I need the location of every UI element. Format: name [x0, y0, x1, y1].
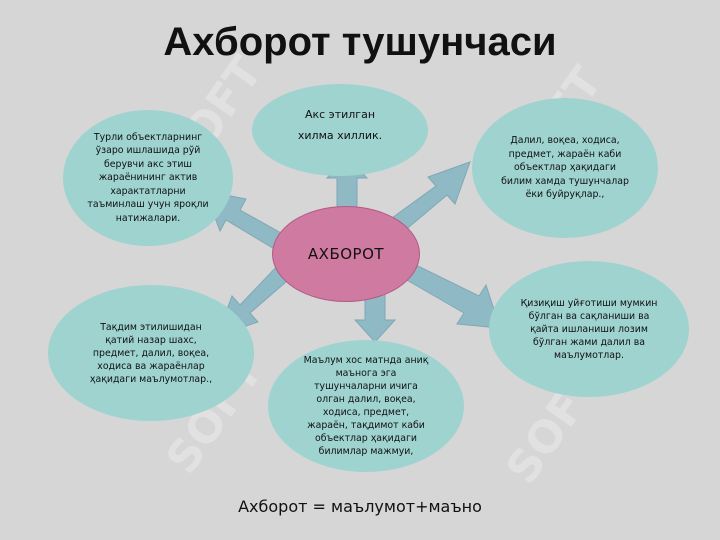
node-top-right: Далил, воқеа, ходиса, предмет, жараён ка… [472, 98, 658, 238]
node-bottom-right: Қизиқиш уйғотиши мумкин бўлган ва сақлан… [489, 261, 689, 397]
node-bottom-left: Тақдим этилишидан қатий назар шахс, пред… [48, 285, 254, 421]
node-top-left: Турли объектларнинг ўзаро ишлашида рўй б… [63, 110, 233, 246]
node-top: Акс этилган хилма хиллик. [252, 84, 428, 176]
arrow-down [353, 289, 397, 343]
node-center: АХБОРОТ [272, 206, 420, 302]
formula-caption: Ахборот = маълумот+маъно [238, 497, 482, 516]
arrow-up-right [391, 161, 471, 233]
node-bottom: Маълум хос матнда аниқ маънога эга тушун… [268, 340, 464, 472]
arrow-down-right [404, 263, 501, 329]
page-title: Ахборот тушунчаси [163, 20, 557, 64]
